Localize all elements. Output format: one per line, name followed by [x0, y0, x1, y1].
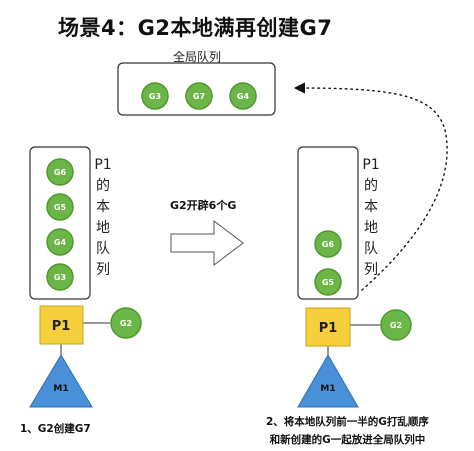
left-queue-label: P1 的 本 地 队 列 — [93, 155, 113, 281]
dotted-return-arrow — [293, 82, 448, 291]
left-queue-label-line: 的 — [96, 178, 110, 194]
global-queue-goroutine — [229, 82, 257, 110]
global-queue-goroutine — [141, 82, 169, 110]
global-queue-goroutine-label: G4 — [237, 92, 250, 101]
right-caption-line: 和新创建的G一起放进全局队列中 — [269, 434, 426, 446]
left-running-goroutine — [110, 307, 142, 339]
right-queue-label-line: 本 — [364, 199, 378, 215]
left-queue-label-line: 地 — [96, 220, 110, 236]
right-queue-goroutine-label: G5 — [322, 278, 335, 287]
left-queue-goroutine-label: G6 — [54, 168, 67, 177]
right-running-goroutine-label: G2 — [390, 321, 402, 330]
left-local-queue-box — [29, 146, 91, 300]
right-queue-label-line: 队 — [364, 241, 378, 257]
right-machine — [297, 353, 359, 408]
right-queue-goroutine — [314, 268, 342, 296]
global-queue-label: 全局队列 — [173, 50, 222, 64]
left-queue-goroutine — [46, 228, 74, 256]
left-machine — [29, 354, 93, 408]
right-running-goroutine — [380, 309, 412, 341]
transition-label: G2开辟6个G — [170, 199, 237, 212]
left-queue-goroutine-label: G5 — [54, 203, 67, 212]
right-queue-goroutine-label: G6 — [322, 240, 335, 249]
right-caption: 2、将本地队列前一半的G打乱顺序 和新创建的G一起放进全局队列中 — [266, 414, 429, 447]
right-local-queue-box — [297, 146, 359, 300]
right-queue-label-line: P1 — [362, 157, 380, 173]
left-caption: 1、G2创建G7 — [20, 423, 91, 435]
right-queue-label-line: 列 — [364, 262, 378, 278]
global-queue-goroutine-label: G7 — [193, 92, 205, 101]
left-processor-label: P1 — [52, 319, 71, 334]
right-queue-label: P1 的 本 地 队 列 — [361, 155, 381, 281]
transition-arrow — [170, 219, 244, 267]
right-queue-label-line: 的 — [364, 178, 378, 194]
left-queue-goroutine-label: G3 — [54, 273, 66, 282]
right-machine-label: M1 — [320, 384, 335, 394]
right-queue-goroutine — [314, 230, 342, 258]
left-machine-label: M1 — [53, 384, 68, 394]
left-queue-goroutine-label: G4 — [54, 238, 67, 247]
global-queue-items: G3 G7 G4 — [141, 82, 257, 110]
global-queue-goroutine — [185, 82, 213, 110]
left-processor — [39, 305, 84, 345]
left-queue-goroutine — [46, 263, 74, 291]
left-queue-label-line: 本 — [96, 199, 110, 215]
left-queue-label-line: 列 — [96, 262, 110, 278]
left-running-goroutine-label: G2 — [120, 319, 132, 328]
right-queue-label-line: 地 — [364, 220, 378, 236]
right-caption-line: 2、将本地队列前一半的G打乱顺序 — [266, 416, 429, 428]
global-queue-box — [117, 62, 276, 116]
page-title: 场景4：G2本地满再创建G7 — [58, 16, 333, 40]
right-processor-label: P1 — [319, 321, 338, 336]
left-queue-label-line: 队 — [96, 241, 110, 257]
global-queue-goroutine-label: G3 — [149, 92, 161, 101]
left-queue-goroutine — [46, 158, 74, 186]
right-processor — [305, 307, 351, 347]
left-queue-goroutine — [46, 193, 74, 221]
left-queue-label-line: P1 — [94, 157, 112, 173]
